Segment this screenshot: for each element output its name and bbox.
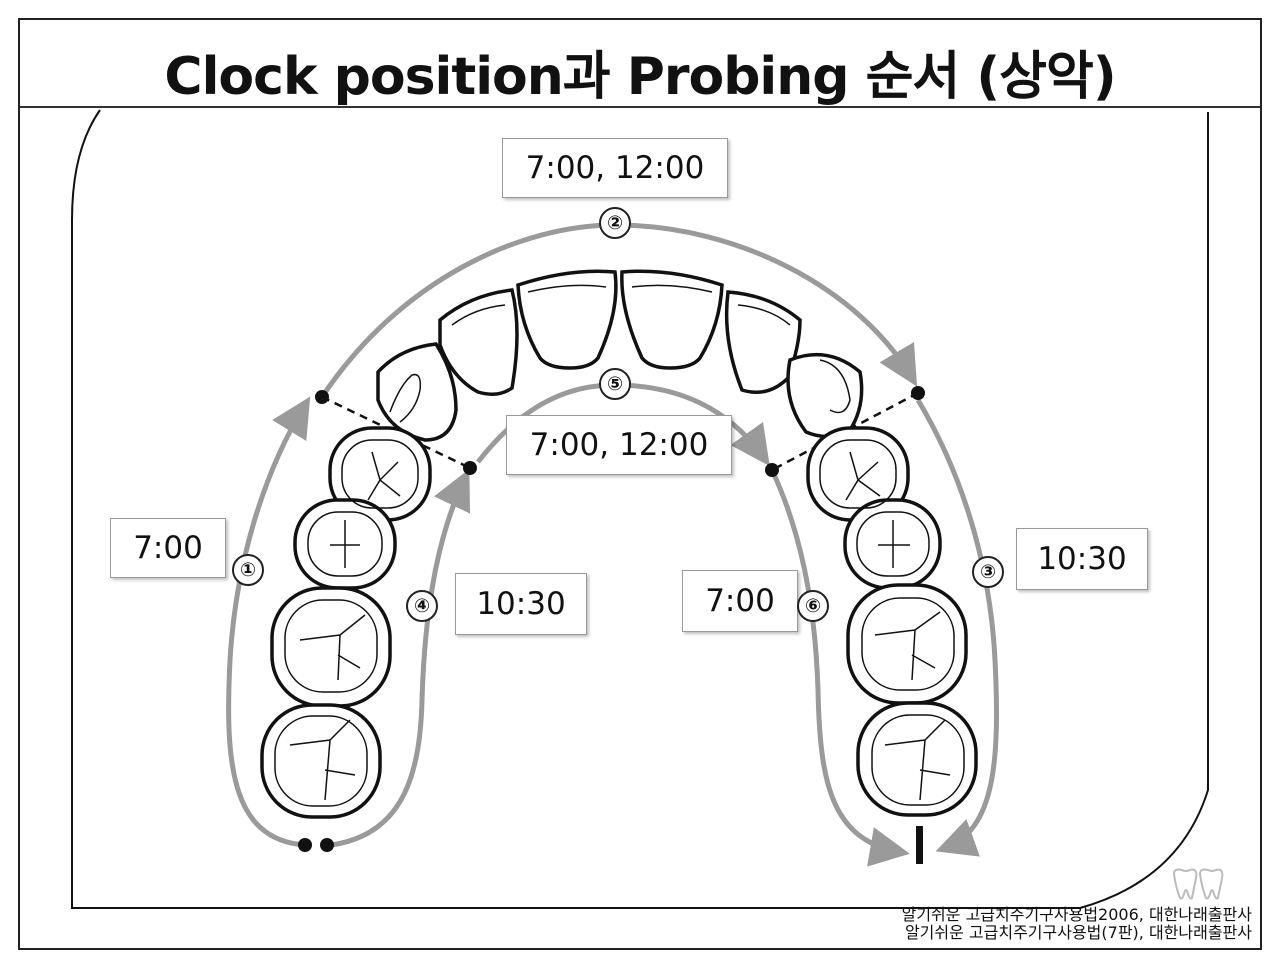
label-right-inner: 7:00: [682, 570, 798, 632]
tooth-icon: [1170, 868, 1226, 910]
source-line-2: 알기쉬운 고급치주기구사용법(7판), 대한나래출판사: [904, 923, 1252, 942]
point-left-outer: [315, 390, 329, 404]
page-title: Clock position과 Probing 순서 (상악): [164, 47, 1116, 107]
tooth-central-right: [620, 269, 724, 370]
label-top-inner: 7:00, 12:00: [506, 415, 732, 475]
title-bar: Clock position과 Probing 순서 (상악): [20, 20, 1260, 108]
step-3-marker: ③: [972, 556, 1004, 588]
inner-path-right: [769, 468, 910, 867]
label-left-inner: 10:30: [455, 573, 587, 635]
step-1-marker: ①: [232, 554, 264, 586]
outer-path-left: [226, 396, 311, 848]
tooth-molar-2-left: [260, 703, 382, 819]
step-4-marker: ④: [406, 590, 438, 622]
step-5-marker: ⑤: [599, 368, 631, 400]
step-6-marker: ⑥: [797, 590, 829, 622]
point-left-inner: [463, 461, 477, 475]
label-right-outer: 10:30: [1016, 528, 1148, 590]
posterior-teeth-right: [806, 426, 978, 817]
tooth-molar-1-right: [846, 583, 968, 705]
posterior-teeth-left: [260, 426, 432, 819]
step-2-marker: ②: [599, 207, 631, 239]
source-line-1: 알기쉬운 고급치주기구사용법2006, 대한나래출판사: [901, 905, 1252, 924]
end-marker: [916, 826, 923, 864]
point-right-outer: [911, 386, 925, 400]
tooth-central-left: [516, 269, 618, 370]
tooth-molar-2-right: [856, 701, 978, 817]
front-teeth: [376, 269, 864, 442]
label-top-outer: 7:00, 12:00: [502, 138, 728, 198]
outer-path-right: [915, 398, 1000, 857]
tooth-canine-left: [376, 342, 458, 442]
content-border: [71, 109, 1209, 909]
inner-path-left: [321, 468, 471, 849]
point-start-outer: [298, 838, 312, 852]
point-start-inner: [320, 838, 334, 852]
tooth-lateral-left: [438, 288, 519, 396]
source-citation: 알기쉬운 고급치주기구사용법2006, 대한나래출판사 알기쉬운 고급치주기구사…: [902, 906, 1252, 942]
label-left-outer: 7:00: [110, 518, 226, 578]
tooth-molar-1-left: [270, 586, 392, 708]
point-right-inner: [765, 463, 779, 477]
tooth-canine-right: [786, 352, 864, 439]
